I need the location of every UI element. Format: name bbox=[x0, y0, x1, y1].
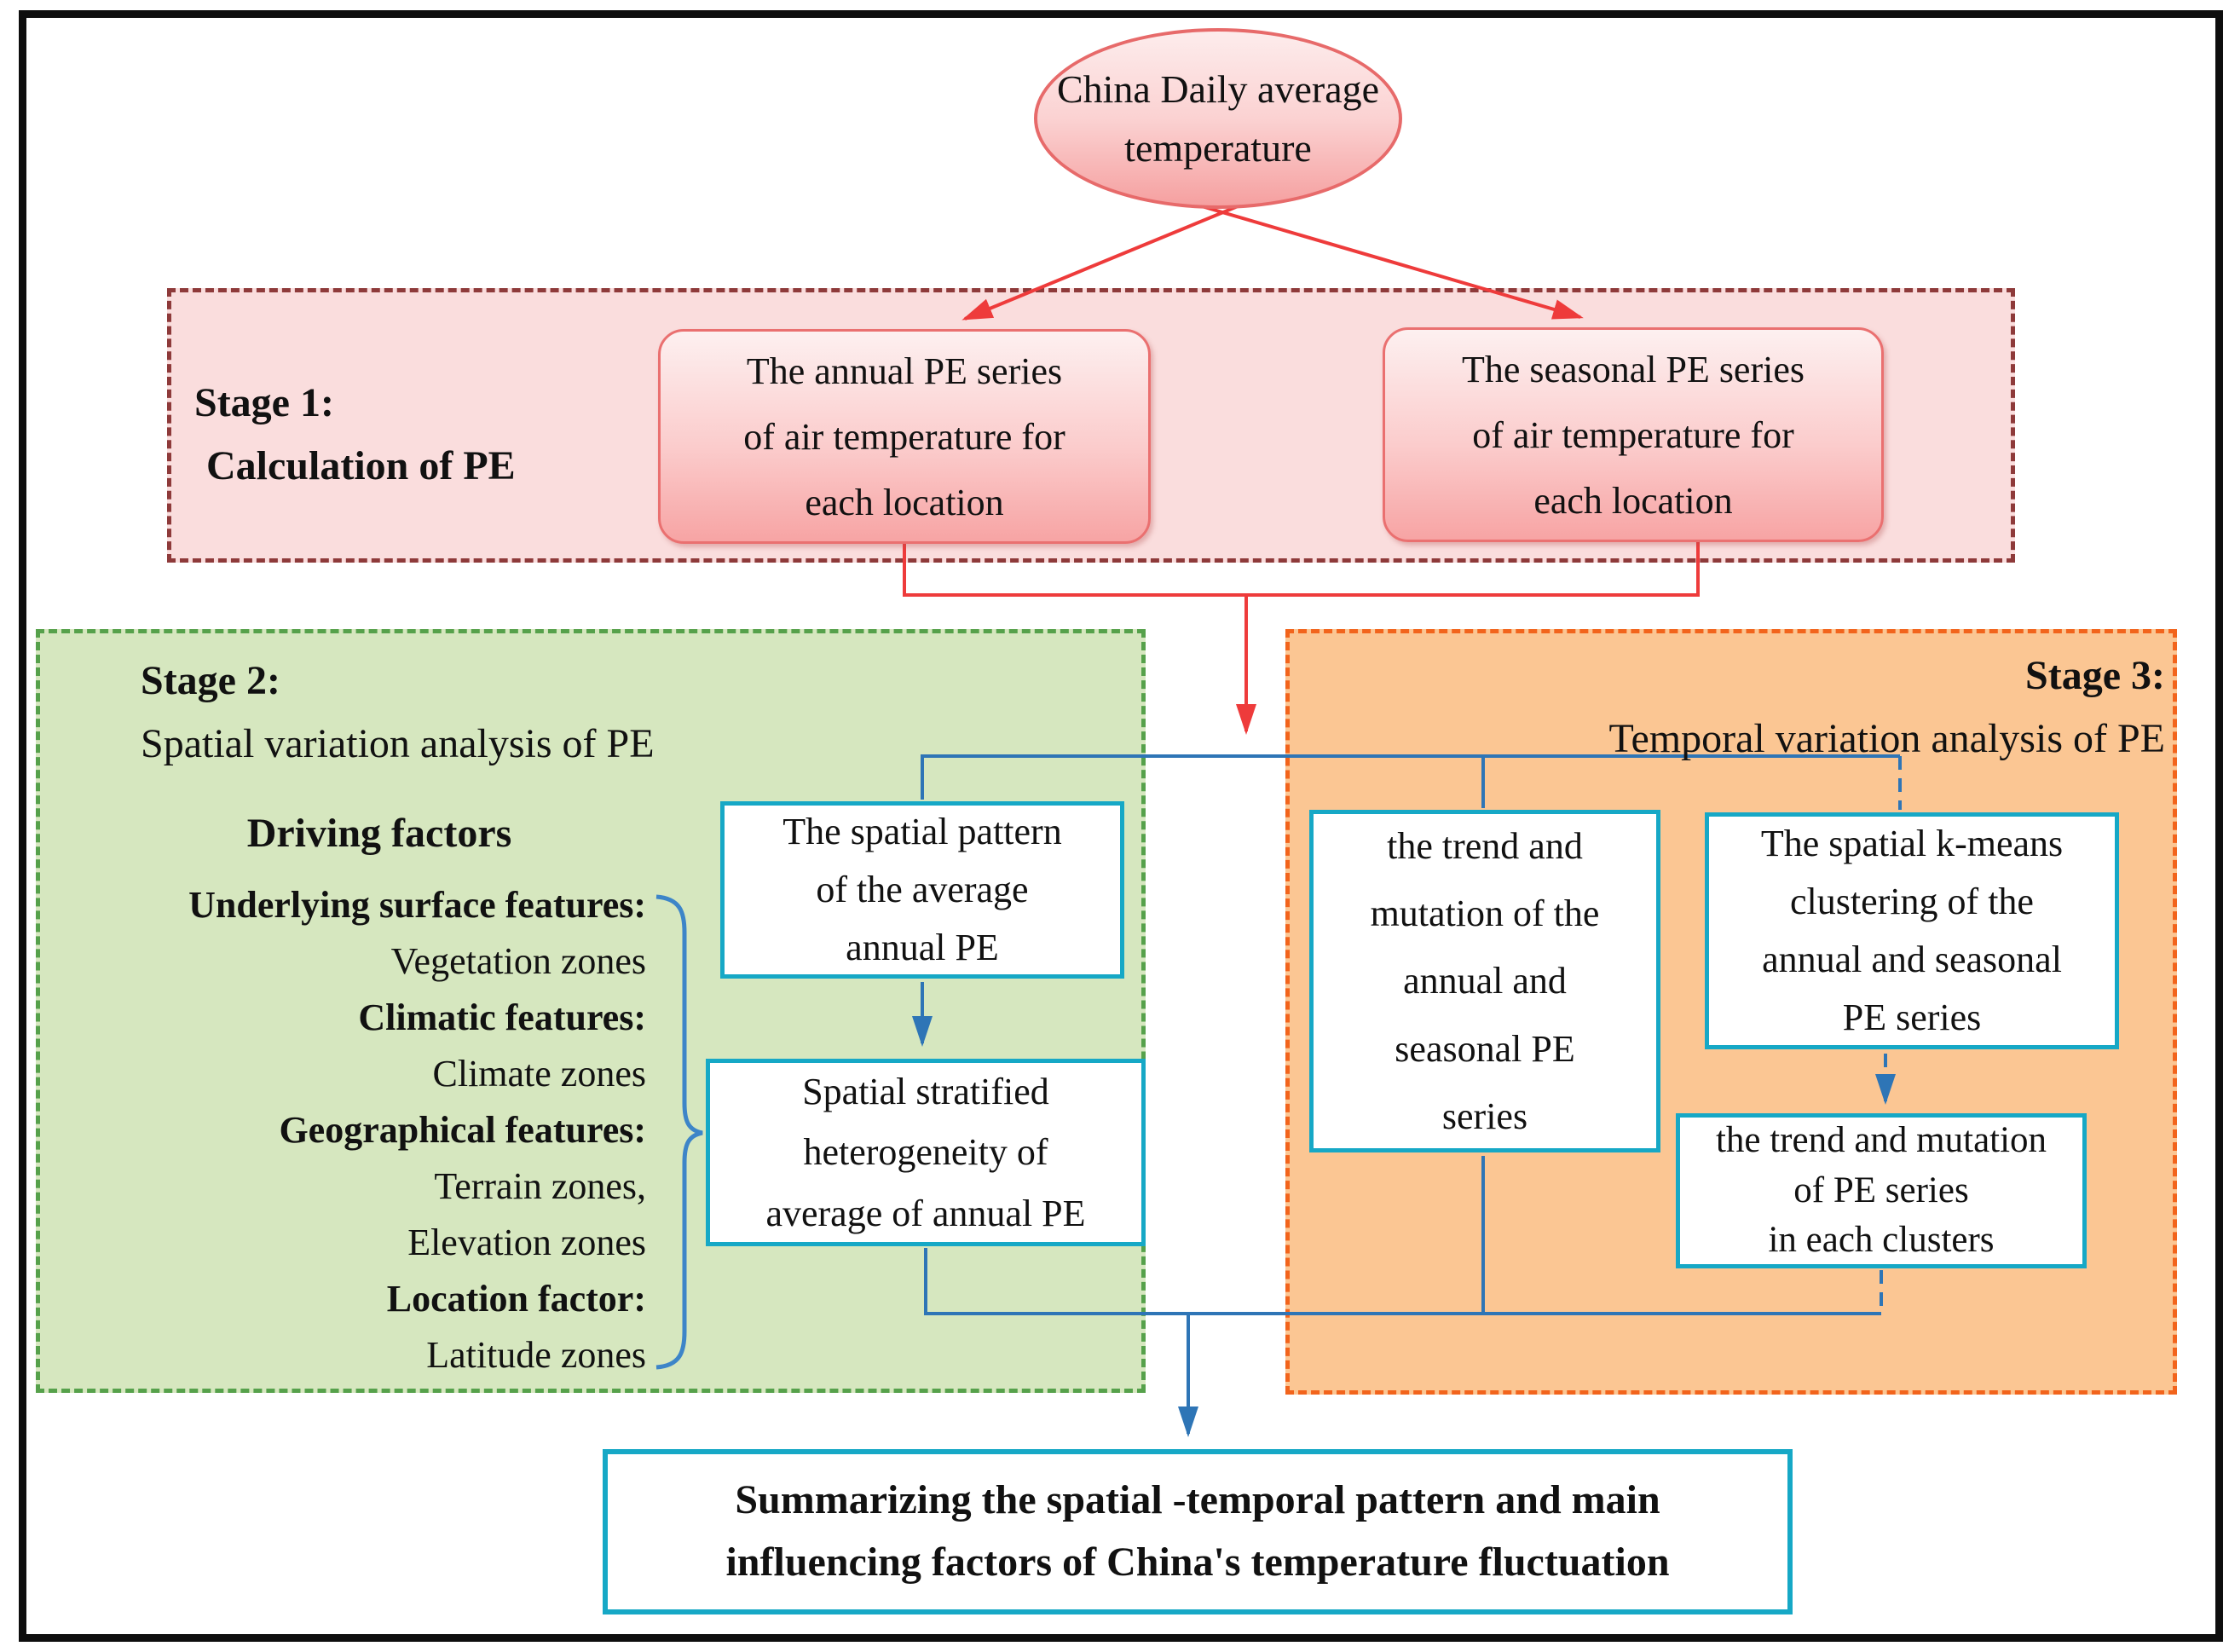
factor-item: Latitude zones bbox=[426, 1334, 646, 1376]
trend-box-line: seasonal PE bbox=[1395, 1027, 1575, 1070]
trend-box-line: series bbox=[1441, 1095, 1528, 1137]
pattern-box-line: annual PE bbox=[846, 927, 999, 969]
driving-factors-heading: Driving factors bbox=[246, 811, 512, 856]
annual-box-line: of air temperature for bbox=[743, 415, 1065, 458]
factor-item: Elevation zones bbox=[407, 1222, 646, 1263]
outer-border-frame bbox=[19, 10, 2223, 1642]
factor-item: Location factor: bbox=[386, 1278, 646, 1320]
annual-box-line: The annual PE series bbox=[746, 349, 1063, 392]
stage3-label: Stage 3: Temporal variation analysis of … bbox=[1297, 644, 2165, 771]
seasonal-box-line: The seasonal PE series bbox=[1462, 348, 1805, 390]
root-node-label: China Daily average bbox=[1056, 67, 1380, 111]
heterogeneity-box-line: average of annual PE bbox=[765, 1192, 1086, 1234]
stage2-subtitle: Spatial variation analysis of PE bbox=[141, 721, 655, 766]
driving-factors-list: Underlying surface features: Vegetation … bbox=[49, 877, 646, 1383]
pattern-box-line: The spatial pattern bbox=[782, 810, 1062, 852]
factor-item: Geographical features: bbox=[279, 1109, 646, 1151]
stage1-title: Stage 1: bbox=[194, 380, 334, 425]
factor-item: Vegetation zones bbox=[390, 940, 646, 982]
pattern-box-line: of the average bbox=[816, 868, 1029, 910]
stage1-label: Stage 1: Calculation of PE bbox=[194, 372, 516, 498]
seasonal-pe-series-box: The seasonal PE series of air temperatur… bbox=[1383, 327, 1884, 542]
clusters-trend-box: the trend and mutation of PE series in e… bbox=[1676, 1113, 2087, 1268]
stage1-subtitle: Calculation of PE bbox=[206, 443, 516, 488]
seasonal-box-line: of air temperature for bbox=[1472, 413, 1794, 456]
summary-box: Summarizing the spatial -temporal patter… bbox=[603, 1449, 1793, 1614]
kmeans-box-line: clustering of the bbox=[1790, 880, 2034, 922]
spatial-pattern-box: The spatial pattern of the average annua… bbox=[720, 801, 1124, 979]
kmeans-box-line: PE series bbox=[1842, 996, 1982, 1039]
stage2-label: Stage 2: Spatial variation analysis of P… bbox=[141, 650, 655, 776]
heterogeneity-box-line: heterogeneity of bbox=[803, 1131, 1048, 1174]
trend-box-line: the trend and bbox=[1387, 825, 1583, 868]
clusters-box-line: in each clusters bbox=[1768, 1220, 1995, 1261]
root-node-china-daily-temperature: China Daily average temperature bbox=[1034, 28, 1402, 209]
annual-box-line: each location bbox=[805, 481, 1004, 523]
stage3-subtitle: Temporal variation analysis of PE bbox=[1608, 716, 2165, 761]
kmeans-clustering-box: The spatial k-means clustering of the an… bbox=[1705, 812, 2119, 1049]
stage3-title: Stage 3: bbox=[2025, 653, 2165, 698]
root-node-label: temperature bbox=[1124, 126, 1312, 170]
clusters-box-line: the trend and mutation bbox=[1715, 1120, 2047, 1161]
spatial-heterogeneity-box: Spatial stratified heterogeneity of aver… bbox=[706, 1059, 1146, 1246]
stage2-title: Stage 2: bbox=[141, 658, 280, 703]
trend-box-line: mutation of the bbox=[1370, 892, 1600, 935]
trend-mutation-box: the trend and mutation of the annual and… bbox=[1309, 810, 1660, 1152]
annual-pe-series-box: The annual PE series of air temperature … bbox=[658, 329, 1151, 544]
summary-box-line: influencing factors of China's temperatu… bbox=[725, 1539, 1670, 1585]
summary-box-line: Summarizing the spatial -temporal patter… bbox=[735, 1477, 1660, 1523]
heterogeneity-box-line: Spatial stratified bbox=[802, 1071, 1049, 1113]
clusters-box-line: of PE series bbox=[1793, 1170, 1969, 1210]
seasonal-box-line: each location bbox=[1533, 479, 1733, 522]
kmeans-box-line: annual and seasonal bbox=[1762, 939, 2062, 980]
factor-item: Terrain zones, bbox=[434, 1165, 646, 1207]
kmeans-box-line: The spatial k-means bbox=[1760, 822, 2064, 864]
factor-item: Underlying surface features: bbox=[188, 884, 646, 926]
trend-box-line: annual and bbox=[1403, 960, 1567, 1002]
factor-item: Climatic features: bbox=[358, 996, 646, 1038]
factor-item: Climate zones bbox=[432, 1053, 647, 1095]
